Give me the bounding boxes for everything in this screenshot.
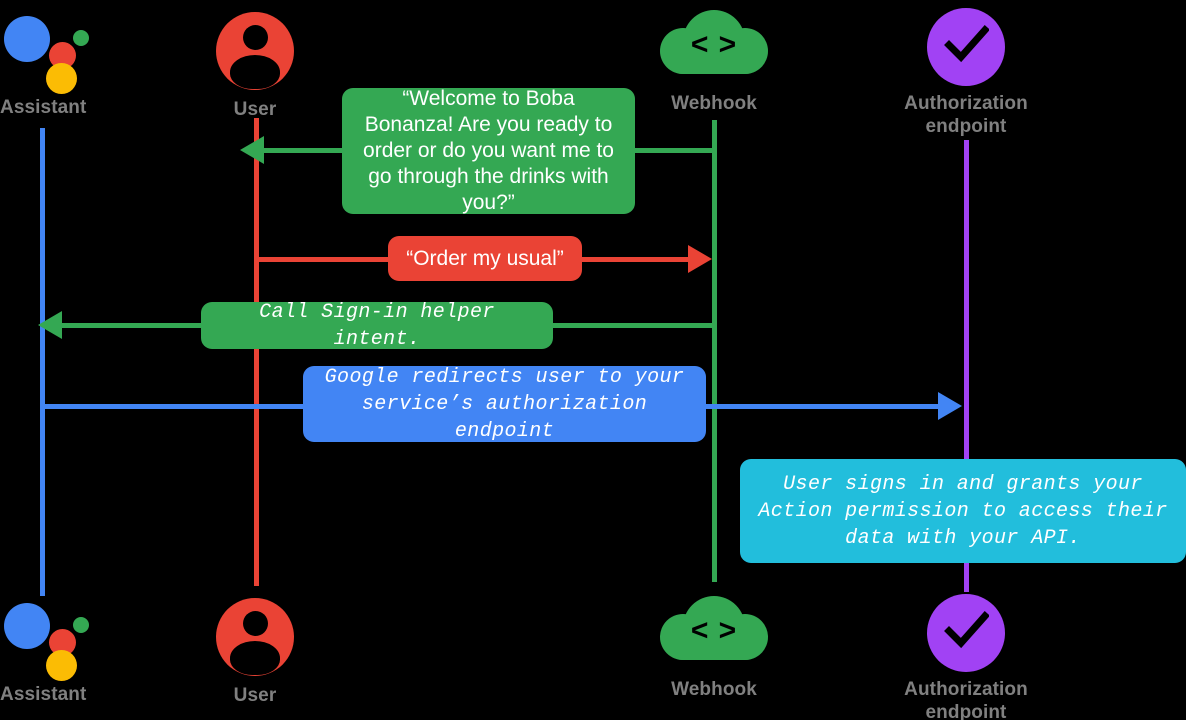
user-avatar-icon xyxy=(216,12,294,90)
actor-user-bottom: User xyxy=(155,594,355,707)
actor-authorization-top: Authorization endpoint xyxy=(866,4,1066,138)
message-bubble-signin: Call Sign-in helper intent. xyxy=(201,301,553,351)
google-assistant-logo-icon-bottom xyxy=(2,595,102,681)
message-bubble-redirect: Google redirects user to your service’s … xyxy=(303,365,706,443)
message-bubble-order: “Order my usual” xyxy=(388,236,582,281)
actor-user-top: User xyxy=(155,8,355,121)
actor-assistant-bottom: Assistant xyxy=(0,595,144,706)
arrow-head-order xyxy=(688,245,712,273)
assistant-dot-yellow xyxy=(46,63,77,94)
actor-label-assistant-top: Assistant xyxy=(0,97,87,118)
arrow-head-redirect xyxy=(938,392,962,420)
actor-label-authorization-top: Authorization endpoint xyxy=(904,93,1028,137)
actor-label-assistant-bottom: Assistant xyxy=(0,684,87,705)
assistant-dot-green xyxy=(73,30,89,46)
cloud-blob-4-bottom xyxy=(666,626,762,660)
cloud-blob-4 xyxy=(666,40,762,74)
message-text-user-signs-in: User signs in and grants your Action per… xyxy=(758,472,1168,550)
arrow-head-welcome xyxy=(240,136,264,164)
cloud-code-icon: < > xyxy=(660,10,768,86)
actor-webhook-top: < > Webhook xyxy=(614,4,814,115)
assistant-dot-blue xyxy=(4,16,50,62)
actor-label-authorization-bottom: Authorization endpoint xyxy=(904,679,1028,720)
user-head xyxy=(242,25,268,50)
lifeline-assistant xyxy=(40,128,45,596)
checkmark-glyph xyxy=(944,25,989,63)
actor-label-user-bottom: User xyxy=(233,685,277,706)
actor-label-user-top: User xyxy=(233,99,277,120)
lifeline-authorization xyxy=(964,140,969,592)
message-text-signin: Call Sign-in helper intent. xyxy=(259,300,495,351)
google-assistant-logo-icon xyxy=(2,8,102,94)
assistant-dot-yellow-bottom xyxy=(46,650,77,681)
cloud-code-icon-bottom: < > xyxy=(660,596,768,672)
user-body-bottom xyxy=(230,641,280,675)
message-bubble-user-signs-in: User signs in and grants your Action per… xyxy=(740,459,1186,563)
actor-assistant-top: Assistant xyxy=(0,8,144,119)
actor-authorization-bottom: Authorization endpoint xyxy=(866,590,1066,720)
code-brackets-icon-bottom: < > xyxy=(690,614,738,647)
message-bubble-welcome: “Welcome to Boba Bonanza! Are you ready … xyxy=(342,87,635,214)
arrow-head-signin xyxy=(38,311,62,339)
user-body xyxy=(230,55,280,89)
message-text-redirect: Google redirects user to your service’s … xyxy=(324,365,685,443)
lifeline-user xyxy=(254,118,259,586)
purple-check-circle-icon-bottom xyxy=(927,594,1005,672)
message-text-order: “Order my usual” xyxy=(406,246,564,270)
assistant-dot-blue-bottom xyxy=(4,603,50,649)
checkmark-glyph-bottom xyxy=(944,611,989,649)
assistant-dot-green-bottom xyxy=(73,617,89,633)
actor-label-webhook-bottom: Webhook xyxy=(671,679,757,700)
actor-webhook-bottom: < > Webhook xyxy=(614,590,814,701)
lifeline-webhook xyxy=(712,120,717,582)
message-text-welcome: “Welcome to Boba Bonanza! Are you ready … xyxy=(363,87,614,214)
actor-label-webhook-top: Webhook xyxy=(671,93,757,114)
purple-check-circle-icon xyxy=(927,8,1005,86)
user-head-bottom xyxy=(242,611,268,636)
code-brackets-icon: < > xyxy=(690,28,738,61)
user-avatar-icon-bottom xyxy=(216,598,294,676)
